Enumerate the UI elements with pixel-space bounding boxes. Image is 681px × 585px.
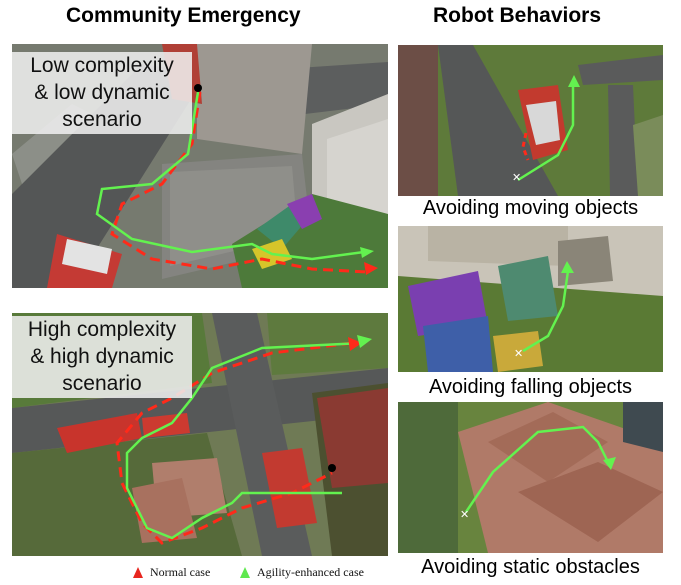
agility-case-marker-icon	[240, 567, 250, 578]
high-complexity-scene-image	[12, 313, 388, 556]
low-complexity-scene: Low complexity & low dynamic scenario	[12, 44, 388, 288]
low-complexity-scene-image	[12, 44, 388, 288]
high-complexity-line-3: scenario	[62, 372, 142, 395]
svg-text:✕: ✕	[512, 171, 521, 184]
static-obstacles-scene: ✕	[398, 402, 663, 553]
normal-case-marker-icon	[133, 567, 143, 578]
high-complexity-scene: High complexity & high dynamic scenario	[12, 313, 388, 556]
header-robot-behaviors: Robot Behaviors	[433, 4, 602, 27]
falling-objects-scene: ✕	[398, 226, 663, 372]
low-complexity-label: Low complexity & low dynamic scenario	[12, 52, 192, 134]
low-complexity-line-1: Low complexity	[30, 54, 174, 77]
caption-static-obstacles: Avoiding static obstacles	[421, 556, 640, 578]
header-community-emergency: Community Emergency	[66, 4, 301, 27]
low-complexity-line-3: scenario	[62, 108, 142, 131]
falling-objects-scene-image: ✕	[398, 226, 663, 372]
moving-objects-scene: ✕	[398, 45, 663, 196]
high-complexity-line-1: High complexity	[27, 318, 177, 341]
legend-normal-case: Normal case	[150, 565, 211, 579]
legend-agility-enhanced-case: Agility-enhanced case	[257, 565, 364, 579]
moving-objects-scene-image: ✕	[398, 45, 663, 196]
high-complexity-line-2: & high dynamic	[30, 345, 174, 368]
caption-moving-objects: Avoiding moving objects	[422, 197, 639, 219]
svg-text:✕: ✕	[460, 508, 469, 521]
low-complexity-line-2: & low dynamic	[34, 81, 170, 104]
high-complexity-label: High complexity & high dynamic scenario	[12, 316, 192, 398]
static-obstacles-scene-image: ✕	[398, 402, 663, 553]
caption-falling-objects: Avoiding falling objects	[428, 376, 633, 398]
svg-text:✕: ✕	[514, 347, 523, 360]
